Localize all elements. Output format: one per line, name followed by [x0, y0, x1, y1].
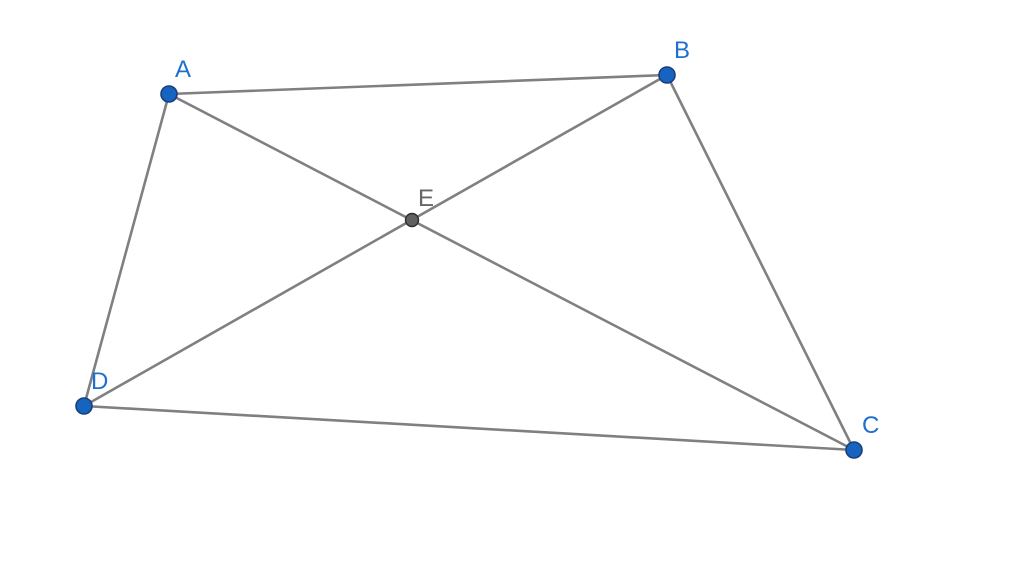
point-e[interactable] [404, 212, 420, 228]
segment-bd[interactable] [82, 73, 669, 408]
segment-ac[interactable] [167, 92, 856, 452]
segment-da[interactable] [82, 92, 171, 408]
label-d: D [91, 368, 108, 395]
point-d[interactable] [75, 397, 93, 415]
point-c[interactable] [845, 441, 863, 459]
label-e: E [418, 185, 434, 212]
point-b[interactable] [658, 66, 676, 84]
label-a: A [175, 56, 191, 83]
segment-ab[interactable] [167, 73, 669, 96]
point-a[interactable] [160, 85, 178, 103]
segment-cd[interactable] [82, 404, 856, 452]
label-b: B [674, 37, 690, 64]
segment-bc[interactable] [665, 73, 856, 452]
label-c: C [862, 412, 879, 439]
